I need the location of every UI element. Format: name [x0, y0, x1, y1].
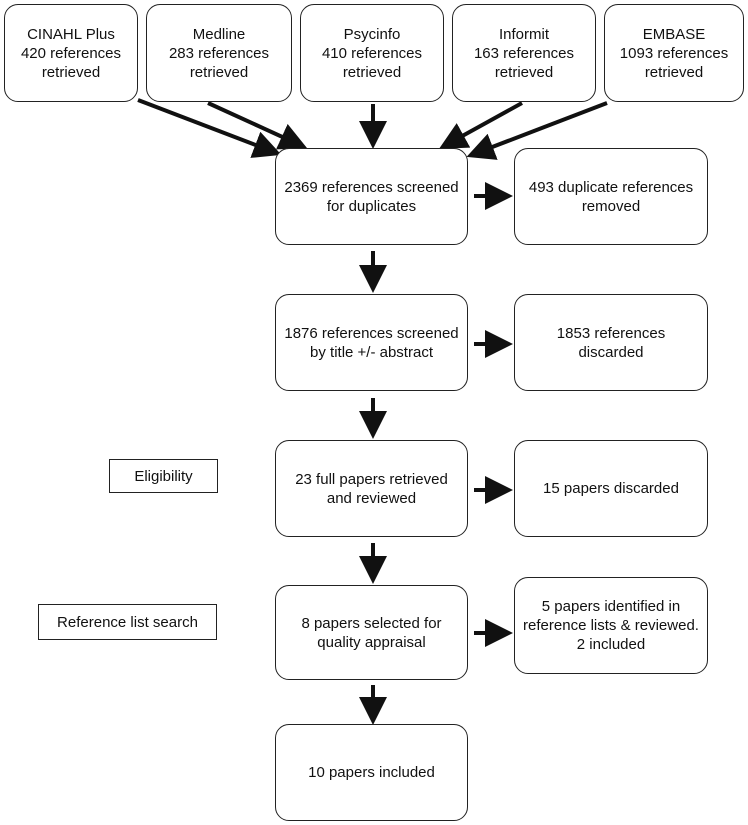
source-count: 163 references retrieved: [473, 44, 575, 81]
outcome-text: 1853 references discarded: [556, 324, 666, 361]
step-papers-included: 10 papers included: [275, 724, 468, 821]
outcome-references-discarded: 1853 references discarded: [514, 294, 708, 391]
source-count: 410 references retrieved: [321, 44, 423, 81]
step-text: 8 papers selected for quality appraisal: [301, 614, 442, 651]
stage-label-reference-search: Reference list search: [38, 604, 217, 640]
arrow-medline-to-screen: [207, 101, 308, 150]
step-duplicate-screen: 2369 references screened for duplicates: [275, 148, 468, 245]
outcome-text: 493 duplicate references removed: [528, 178, 694, 215]
stage-label-text: Reference list search: [57, 613, 198, 631]
source-count: 283 references retrieved: [168, 44, 270, 81]
source-name: Psycinfo: [343, 25, 401, 43]
step-text: 10 papers included: [308, 764, 435, 781]
arrow-informit-to-screen: [438, 101, 523, 149]
outcome-duplicates-removed: 493 duplicate references removed: [514, 148, 708, 245]
stage-label-text: Eligibility: [134, 467, 193, 485]
step-text: 23 full papers retrieved and reviewed: [295, 470, 448, 507]
step-quality-appraisal: 8 papers selected for quality appraisal: [275, 585, 468, 680]
source-name: Medline: [192, 25, 246, 43]
source-name: EMBASE: [642, 25, 706, 43]
outcome-reference-list-papers: 5 papers identified in reference lists &…: [514, 577, 708, 674]
arrow-cinahl-to-screen: [137, 98, 282, 158]
outcome-text: 15 papers discarded: [543, 480, 679, 497]
source-name: Informit: [498, 25, 549, 43]
source-count: 1093 references retrieved: [619, 44, 729, 81]
step-text: 1876 references screened by title +/- ab…: [284, 324, 459, 361]
outcome-text: 5 papers identified in reference lists &…: [523, 598, 699, 653]
step-full-paper-review: 23 full papers retrieved and reviewed: [275, 440, 468, 537]
stage-label-eligibility: Eligibility: [109, 459, 218, 493]
outcome-papers-discarded: 15 papers discarded: [514, 440, 708, 537]
step-title-abstract-screen: 1876 references screened by title +/- ab…: [275, 294, 468, 391]
source-count: 420 references retrieved: [20, 44, 122, 81]
source-name: CINAHL Plus: [27, 25, 115, 43]
arrow-embase-to-screen: [466, 101, 608, 160]
step-text: 2369 references screened for duplicates: [284, 178, 459, 215]
